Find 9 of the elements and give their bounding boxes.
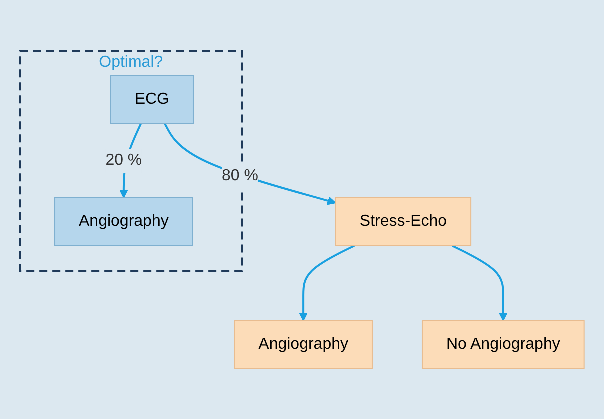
node-box: ECG — [110, 75, 194, 124]
node-box: Stress-Echo — [335, 197, 472, 246]
arrow — [452, 244, 508, 321]
node-box: No Angiography — [422, 320, 585, 369]
edge-label: 20 % — [106, 151, 142, 168]
arrow — [164, 123, 336, 205]
node-box: Angiography — [54, 197, 194, 246]
arrow — [299, 244, 355, 321]
node-box: Angiography — [234, 320, 373, 369]
